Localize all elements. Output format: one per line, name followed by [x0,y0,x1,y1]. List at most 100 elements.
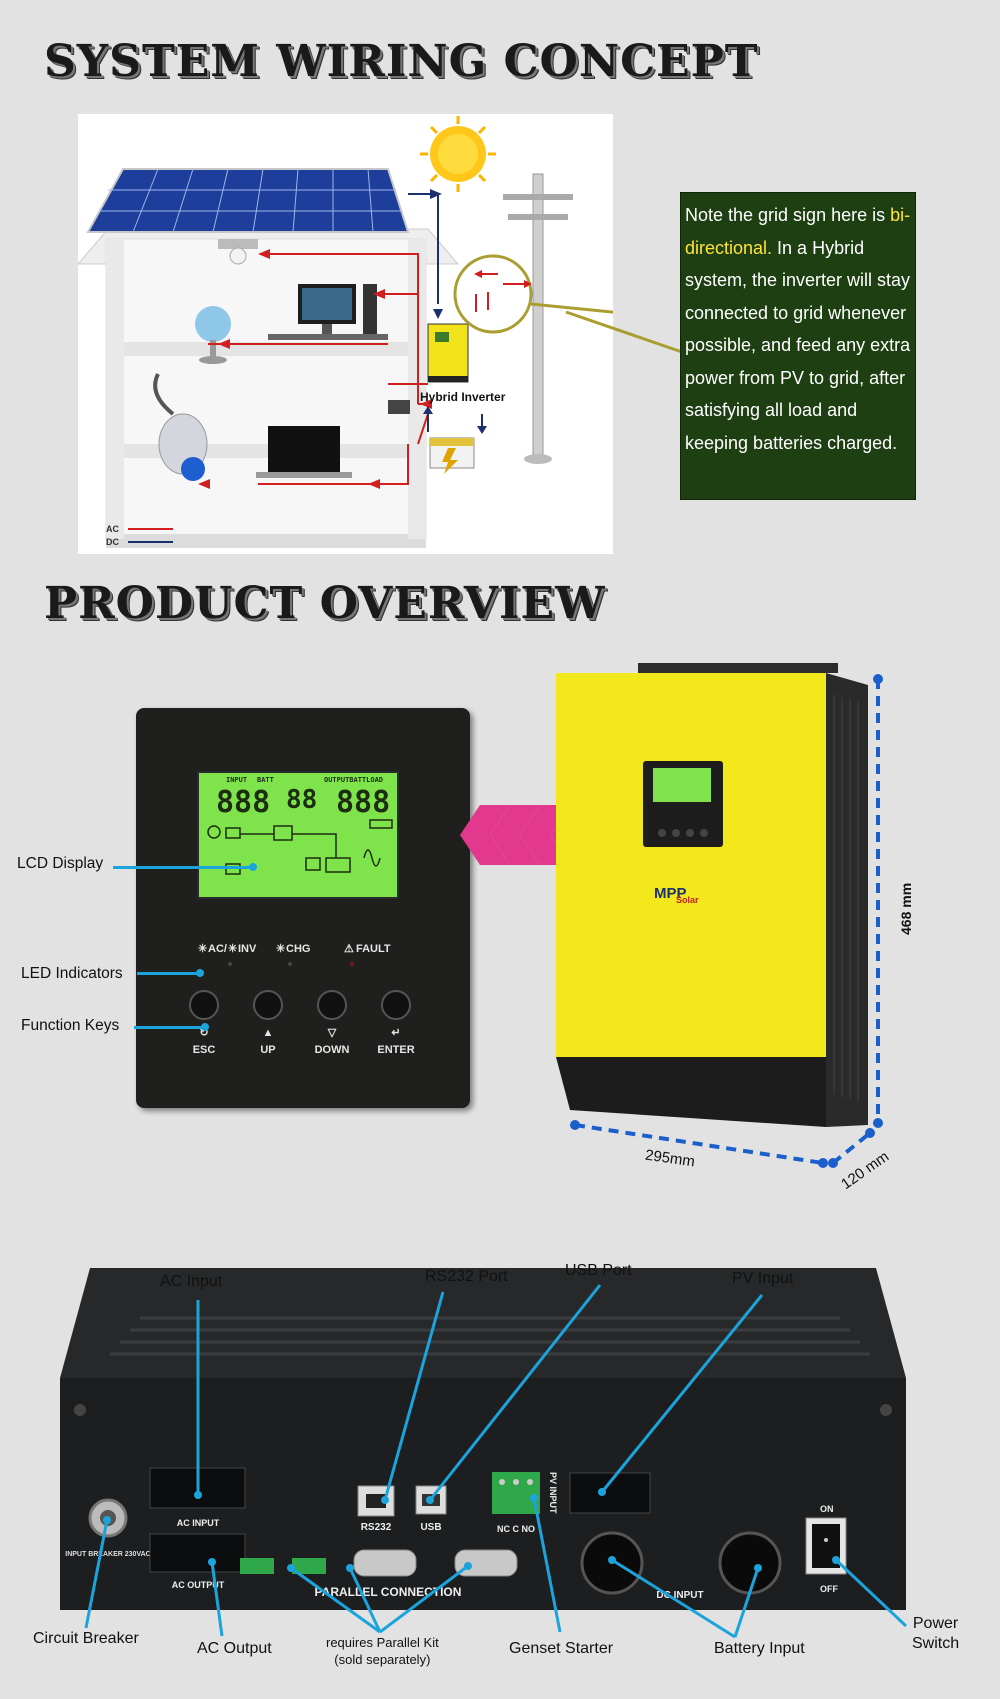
inverter-unit-image: MPP Solar [460,655,890,1175]
power-switch-line-2: Switch [912,1635,960,1652]
lcd-input-label: INPUT [226,776,247,784]
circuit-breaker[interactable] [88,1498,128,1538]
ac-output-terminal[interactable] [149,1533,246,1573]
esc-icon: ↻ [199,1027,208,1039]
breaker-text: INPUT BREAKER 230VAC [65,1551,150,1558]
pv-input-callout: PV Input [732,1270,794,1287]
lcd-leader-dot [249,863,257,871]
usb-port-label: USB [420,1522,441,1533]
note-highlight: bi-directional. [685,205,911,258]
vacuum-icon [153,373,208,481]
enter-key-label: ENTER [377,1044,414,1056]
circuit-breaker-callout: Circuit Breaker [33,1630,139,1647]
parallel-kit-line-1: requires Parallel Kit [326,1635,439,1650]
lcd-batt-label: BATT [257,776,274,784]
tv-icon [268,284,388,340]
height-dimension: 468 mm [898,882,914,935]
hybrid-inverter-icon [427,323,469,383]
lcd-output-label: OUTPUTBATTLOAD [324,776,383,784]
bi-directional-highlight [453,254,533,334]
parallel-connection-label: PARALLEL CONNECTION [315,1585,462,1599]
inverter-yellow-body [556,673,826,1057]
enter-key[interactable] [381,990,411,1020]
led-fault-text: FAULT [356,943,391,955]
brand-logo-sub: Solar [676,895,699,905]
enter-icon: ↵ [391,1027,400,1039]
battery-input-positive[interactable] [580,1531,644,1595]
up-arrow-icon: ▲ [263,1027,274,1039]
led-indicators-callout: LED Indicators [21,965,123,982]
led-chg-icon: ✳ [276,943,285,955]
parallel-connector-2[interactable] [292,1558,326,1574]
tv2-icon [256,426,352,478]
power-switch-line-1: Power [912,1615,959,1632]
fan-icon [195,306,231,364]
parallel-kit-line-2: (sold separately) [334,1652,431,1667]
wiring-diagram: Hybrid Inverter AC [78,114,613,554]
ac-input-callout: AC Input [160,1273,223,1290]
genset-terminal[interactable] [492,1472,540,1514]
dc-input-label: DC INPUT [656,1590,703,1601]
rear-panel-image: INPUT BREAKER 230VAC AC INPUT AC OUTPUT … [60,1268,906,1610]
battery-icon [429,437,475,474]
ac-output-port-label: AC OUTPUT [172,1580,225,1590]
ac-output-callout: AC Output [197,1640,272,1657]
led-ac-label: ✳ [198,943,207,955]
distribution-box-icon [388,400,410,414]
lcd-screen [197,771,399,899]
power-on-label: ON [820,1504,834,1514]
led-chg-text: CHG [286,943,310,955]
esc-key-label: ESC [193,1044,216,1056]
nc-c-no-label: NC C NO [497,1524,535,1534]
hybrid-inverter-label: Hybrid Inverter [420,390,506,404]
led-inv-text: INV [238,943,257,955]
battery-input-negative[interactable] [718,1531,782,1595]
parallel-db9-1[interactable] [353,1549,417,1577]
up-key-label: UP [260,1044,275,1056]
down-key-label: DOWN [315,1044,350,1056]
power-off-label: OFF [820,1584,838,1594]
overview-section-title: PRODUCT OVERVIEW [44,578,606,629]
legend-dc-label: DC [106,537,119,547]
wiring-section-title: SYSTEM WIRING CONCEPT [44,36,759,87]
keys-leader-dot [201,1023,209,1031]
pv-input-port-label: PV INPUT [548,1472,558,1514]
note-text-1: Note the grid sign here is [685,205,891,225]
ac-input-terminal[interactable] [149,1467,246,1509]
led-leader [137,972,199,975]
rs232-callout: RS232 Port [425,1268,508,1285]
sun-icon [420,116,496,192]
function-keys [189,990,411,1020]
lcd-leader [113,866,253,869]
lcd-input-digits: 888 [216,785,270,820]
lcd-batt-digits: 88 [286,785,317,815]
rs232-port-label: RS232 [361,1522,392,1533]
parallel-connector-1[interactable] [240,1558,274,1574]
utility-pole-icon [503,173,573,464]
wiring-legend: AC DC [106,524,173,547]
lamp-icon [218,239,258,265]
parallel-db9-2[interactable] [454,1549,518,1577]
usb-callout: USB Port [565,1262,632,1279]
pv-input-terminal[interactable] [569,1472,651,1514]
ac-input-port-label: AC INPUT [177,1518,220,1528]
led-inv-icon: ✳ [228,943,237,955]
house-icon [78,228,460,548]
down-key[interactable] [317,990,347,1020]
power-switch-callout: Power Switch [912,1614,959,1654]
function-keys-callout: Function Keys [21,1017,120,1034]
led-leader-dot [196,969,204,977]
lcd-output-digits: 888 [336,785,390,820]
esc-key[interactable] [189,990,219,1020]
front-panel-closeup: INPUT BATT OUTPUTBATTLOAD 888 88 888 ✳ A… [136,708,470,1108]
down-arrow-icon: ▽ [327,1027,337,1039]
lcd-display-callout: LCD Display [17,855,104,872]
legend-ac-label: AC [106,524,119,534]
keys-leader [134,1026,204,1029]
battery-input-callout: Battery Input [714,1640,805,1657]
up-key[interactable] [253,990,283,1020]
warning-icon: ⚠ [344,943,354,955]
parallel-kit-callout: requires Parallel Kit (sold separately) [326,1634,439,1668]
note-text-2: In a Hybrid system, the inverter will st… [685,237,911,453]
bi-directional-note: Note the grid sign here is bi-directiona… [680,192,916,500]
